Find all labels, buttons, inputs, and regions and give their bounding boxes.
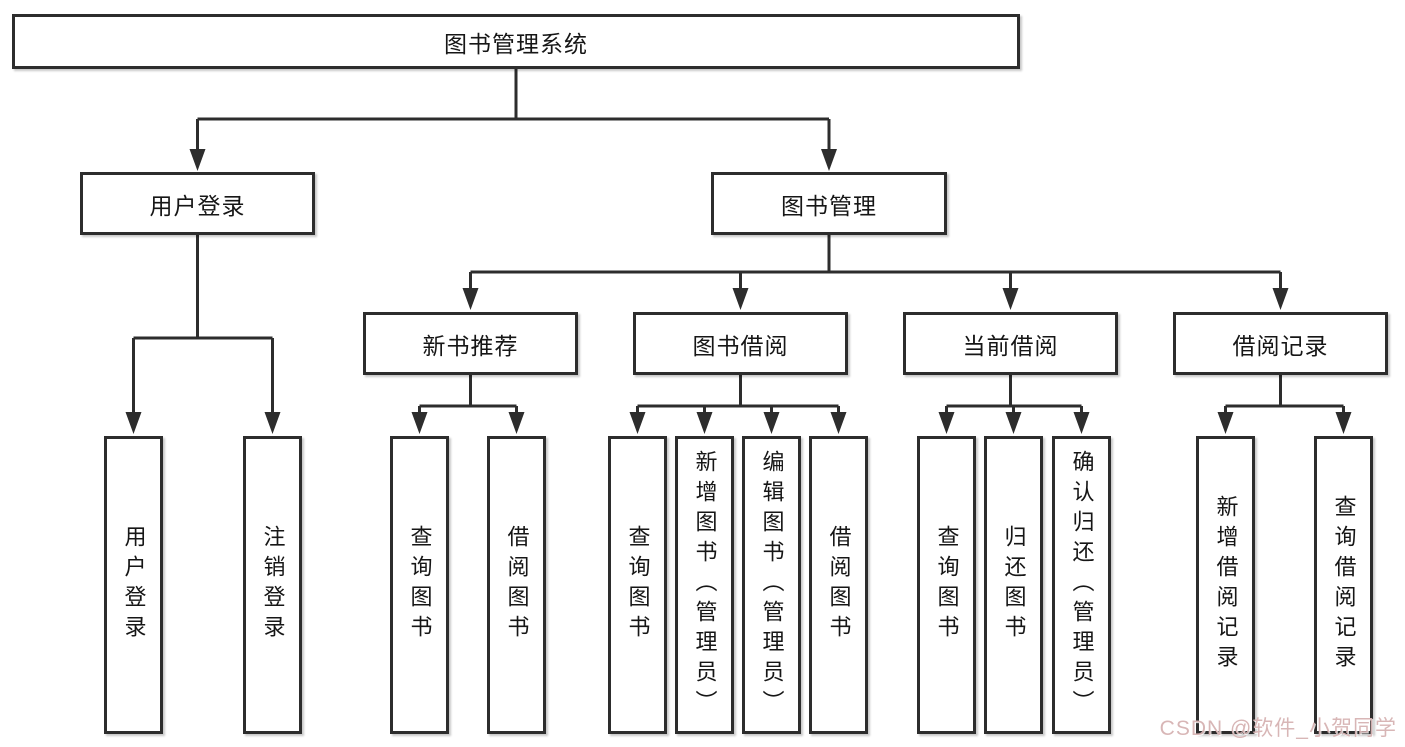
leaf-borrow-books-1-label: 借阅图书 [504,525,530,645]
arrowhead [189,149,206,171]
leaf-add-book-admin: 新增图书（管理员） [675,436,734,734]
arrowhead [1272,288,1289,310]
leaf-borrow-books-2: 借阅图书 [809,436,868,734]
leaf-logout-label: 注销登录 [260,525,286,645]
connector-lines [132,69,1345,423]
connector-records [1224,375,1345,423]
arrowhead [264,412,281,434]
leaf-user-login: 用户登录 [104,436,163,734]
leaf-query-books-3-label: 查询图书 [934,525,960,645]
leaf-add-borrow-record: 新增借阅记录 [1196,436,1255,734]
connector-book-mgmt [469,235,1282,299]
arrowhead [821,149,837,171]
leaf-query-borrow-record: 查询借阅记录 [1314,436,1373,734]
node-book-mgmt-label: 图书管理 [781,192,877,219]
connector-root [196,69,831,160]
arrowhead [1002,288,1019,310]
node-book-borrow-label: 图书借阅 [692,332,789,359]
leaf-logout: 注销登录 [243,436,302,734]
arrowhead [763,412,780,434]
node-root-label: 图书管理系统 [444,30,588,57]
node-current-borrow: 当前借阅 [903,312,1118,375]
connector-borrow [636,375,840,423]
arrowhead [629,412,646,434]
leaf-user-login-label: 用户登录 [121,525,147,645]
leaf-confirm-return-admin-label: 确认归还（管理员） [1069,450,1095,720]
arrowhead [508,412,525,434]
node-user-login: 用户登录 [80,172,315,235]
arrowhead [732,288,749,310]
node-book-mgmt: 图书管理 [711,172,947,235]
leaf-edit-book-admin: 编辑图书（管理员） [742,436,801,734]
leaf-return-book: 归还图书 [984,436,1043,734]
leaf-return-book-label: 归还图书 [1001,525,1027,645]
node-borrow-records: 借阅记录 [1173,312,1388,375]
arrowhead [1005,412,1022,434]
node-user-login-label: 用户登录 [149,192,246,219]
node-book-borrow: 图书借阅 [633,312,848,375]
connector-new-book [418,375,518,423]
leaf-query-books-3: 查询图书 [917,436,976,734]
leaf-edit-book-admin-label: 编辑图书（管理员） [759,450,785,720]
arrowhead [830,412,847,434]
arrowhead [938,412,955,434]
arrowhead [696,412,713,434]
leaf-query-borrow-record-label: 查询借阅记录 [1331,495,1357,675]
leaf-confirm-return-admin: 确认归还（管理员） [1052,436,1111,734]
node-new-book-recommend-label: 新书推荐 [422,332,519,359]
leaf-borrow-books-2-label: 借阅图书 [826,525,852,645]
leaf-query-books-1-label: 查询图书 [407,525,433,645]
leaf-query-books-2: 查询图书 [608,436,667,734]
arrowhead [411,412,428,434]
node-new-book-recommend: 新书推荐 [363,312,578,375]
arrowhead [1335,412,1352,434]
arrowhead [125,412,142,434]
leaf-query-books-2-label: 查询图书 [625,525,651,645]
node-borrow-records-label: 借阅记录 [1232,332,1329,359]
leaf-add-book-admin-label: 新增图书（管理员） [692,450,718,720]
leaf-borrow-books-1: 借阅图书 [487,436,546,734]
leaf-add-borrow-record-label: 新增借阅记录 [1213,495,1239,675]
node-current-borrow-label: 当前借阅 [962,332,1059,359]
arrowhead [1073,412,1090,434]
connector-user-login [132,235,274,423]
node-root: 图书管理系统 [12,14,1020,69]
arrowhead [1217,412,1234,434]
connector-arrowheads [125,149,1352,434]
arrowhead [462,288,479,310]
leaf-query-books-1: 查询图书 [390,436,449,734]
